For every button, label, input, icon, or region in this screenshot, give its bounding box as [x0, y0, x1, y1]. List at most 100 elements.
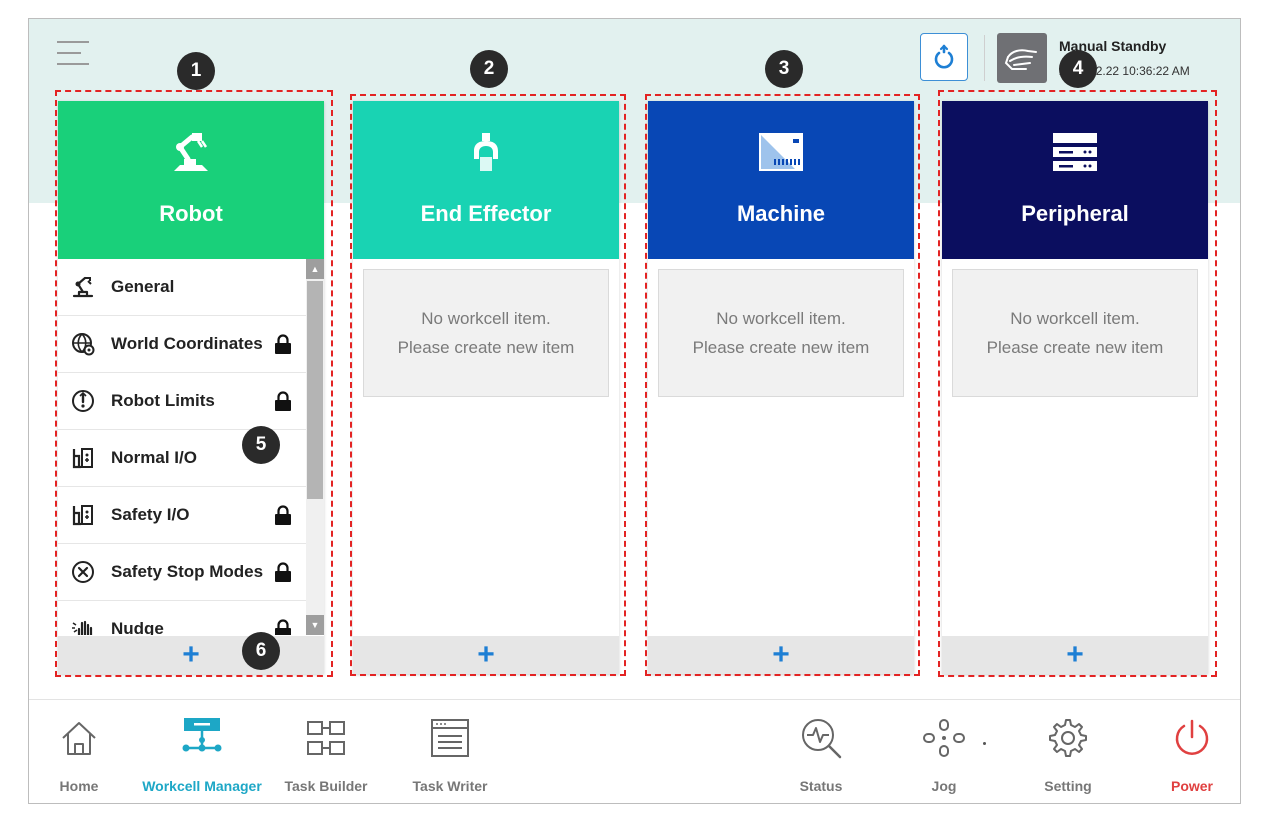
header-divider [984, 35, 985, 81]
io-port-icon [70, 502, 96, 528]
nav-task-writer-label: Task Writer [412, 778, 488, 794]
lock-icon [274, 391, 292, 416]
nav-workcell-manager[interactable]: Workcell Manager [142, 714, 262, 794]
task-builder-icon [305, 714, 347, 762]
task-writer-icon [429, 714, 471, 762]
workcell-icon [180, 714, 224, 762]
lock-icon [274, 505, 292, 530]
list-scrollbar[interactable]: ▲ ▼ [306, 259, 324, 635]
globe-gear-icon [70, 331, 96, 357]
machine-column: Machine No workcell item. Please create … [648, 101, 914, 674]
robot-settings-list: General World Coordinates Robot Limits [58, 259, 306, 635]
nav-status[interactable]: Status [766, 714, 876, 794]
list-item-label: World Coordinates [111, 334, 263, 353]
scroll-down-arrow-icon[interactable]: ▼ [306, 615, 324, 635]
robot-arm-icon [70, 274, 96, 300]
refresh-icon [934, 44, 954, 69]
nav-jog[interactable]: Jog [889, 714, 999, 794]
list-item-label: Robot Limits [111, 391, 215, 410]
nav-power[interactable]: Power [1137, 714, 1240, 794]
peripheral-title: Peripheral [1021, 201, 1129, 226]
list-item-safety-io[interactable]: Safety I/O [58, 487, 306, 544]
refresh-button[interactable] [920, 33, 968, 81]
stop-circle-icon [70, 559, 96, 585]
list-item-general[interactable]: General [58, 259, 306, 316]
robot-title: Robot [159, 201, 223, 226]
list-item-normal-io[interactable]: Normal I/O [58, 430, 306, 487]
empty-state-line1: No workcell item. [716, 309, 846, 328]
peripheral-column: Peripheral No workcell item. Please crea… [942, 101, 1208, 674]
list-item-safety-stop-modes[interactable]: Safety Stop Modes [58, 544, 306, 601]
nav-home-label: Home [59, 778, 99, 794]
list-item-label: Nudge [111, 619, 164, 635]
gear-icon [1046, 714, 1090, 762]
annotation-badge-4: 4 [1059, 50, 1097, 88]
list-item-world-coordinates[interactable]: World Coordinates [58, 316, 306, 373]
nav-power-label: Power [1170, 778, 1213, 794]
annotation-badge-2: 2 [470, 50, 508, 88]
robot-mode-title: Manual Standby [1059, 38, 1167, 54]
bottom-divider [29, 699, 1240, 700]
empty-state: No workcell item. Please create new item [952, 269, 1198, 397]
peripheral-header[interactable]: Peripheral [942, 101, 1208, 259]
power-icon [1171, 714, 1213, 762]
nav-status-label: Status [799, 778, 843, 794]
menu-icon[interactable] [57, 41, 91, 73]
robot-header[interactable]: Robot [58, 101, 324, 259]
plus-icon: + [772, 638, 790, 671]
annotation-badge-5: 5 [242, 426, 280, 464]
list-item-label: General [111, 277, 175, 296]
list-item-label: Safety I/O [111, 505, 190, 524]
scroll-up-arrow-icon[interactable]: ▲ [306, 259, 324, 279]
lock-icon [274, 619, 292, 635]
list-item-label: Safety Stop Modes [111, 562, 264, 581]
add-peripheral-button[interactable]: + [942, 636, 1208, 674]
nudge-hand-icon [70, 616, 96, 635]
limits-icon [70, 388, 96, 414]
list-item-label: Normal I/O [111, 448, 197, 467]
decorative-dot [983, 742, 986, 745]
add-machine-button[interactable]: + [648, 636, 914, 674]
add-end-effector-button[interactable]: + [353, 636, 619, 674]
empty-state-line1: No workcell item. [421, 309, 551, 328]
lock-icon [274, 334, 292, 359]
gripper-icon [474, 133, 498, 171]
empty-state: No workcell item. Please create new item [363, 269, 609, 397]
robot-arm-icon [174, 133, 208, 171]
nav-task-writer[interactable]: Task Writer [395, 714, 505, 794]
empty-state-line2: Please create new item [986, 338, 1164, 357]
end-effector-title: End Effector [420, 201, 552, 226]
lock-icon [274, 562, 292, 587]
jog-icon [920, 714, 968, 762]
empty-state-line2: Please create new item [397, 338, 575, 357]
empty-state-line2: Please create new item [692, 338, 870, 357]
nav-setting[interactable]: Setting [1013, 714, 1123, 794]
machine-icon [759, 133, 803, 171]
machine-title: Machine [736, 201, 826, 226]
plus-icon: + [1066, 638, 1084, 671]
nav-setting-label: Setting [1044, 778, 1092, 794]
nav-home[interactable]: Home [29, 714, 134, 794]
list-item-robot-limits[interactable]: Robot Limits [58, 373, 306, 430]
nav-task-builder-label: Task Builder [284, 778, 368, 794]
end-effector-header[interactable]: End Effector [353, 101, 619, 259]
status-icon [799, 714, 843, 762]
nav-jog-label: Jog [931, 778, 957, 794]
list-item-nudge[interactable]: Nudge [58, 601, 306, 635]
plus-icon: + [477, 638, 495, 671]
add-robot-item-button[interactable]: + [58, 636, 324, 674]
nav-task-builder[interactable]: Task Builder [271, 714, 381, 794]
scroll-thumb[interactable] [307, 281, 323, 499]
empty-state: No workcell item. Please create new item [658, 269, 904, 397]
empty-state-line1: No workcell item. [1010, 309, 1140, 328]
app-window: Manual Standby 2022.12.22 10:36:22 AM Ro… [28, 18, 1241, 804]
bottom-navigation: Home Workcell Manager Task Builder Task … [29, 700, 1240, 803]
robot-column: Robot General World Coordinates Ro [58, 101, 324, 674]
machine-header[interactable]: Machine [648, 101, 914, 259]
io-port-icon [70, 445, 96, 471]
annotation-badge-6: 6 [242, 632, 280, 670]
end-effector-column: End Effector No workcell item. Please cr… [353, 101, 619, 674]
home-icon [59, 714, 99, 762]
manual-mode-icon [997, 33, 1047, 83]
annotation-badge-3: 3 [765, 50, 803, 88]
